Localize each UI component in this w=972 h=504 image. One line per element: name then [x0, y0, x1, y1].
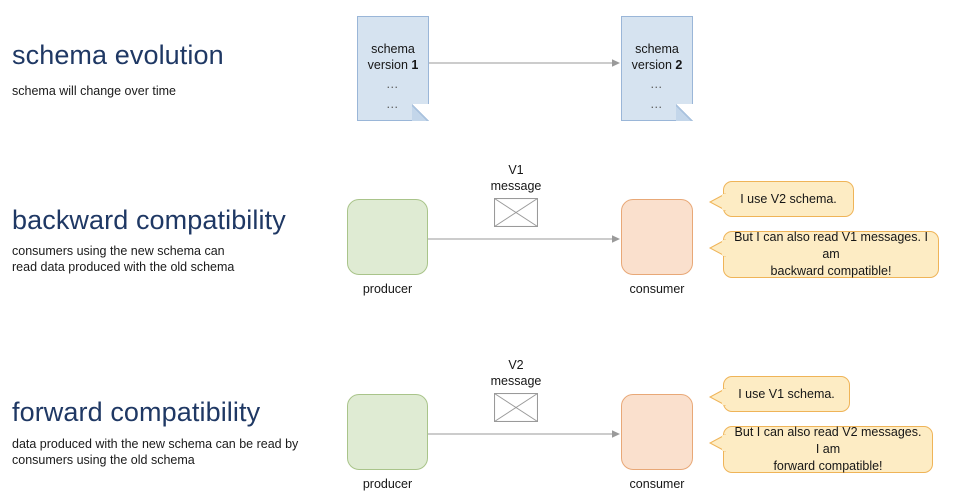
- speech-bubble-text: But I can also read V1 messages. I am ba…: [734, 230, 928, 278]
- section-heading-schema-evolution: schema evolution: [12, 40, 224, 70]
- speech-bubble-tail-icon: [708, 434, 727, 452]
- document-fold-corner-icon: [676, 104, 693, 121]
- section-heading-backward-compatibility: backward compatibility: [12, 205, 286, 235]
- producer-label-backward: producer: [362, 282, 413, 296]
- schema-version-2-title-line2: version 2: [622, 57, 692, 73]
- schema-version-1-title-line1: schema: [371, 42, 415, 56]
- consumer-box-forward: [621, 394, 693, 470]
- speech-bubble-text: But I can also read V2 messages. I am fo…: [734, 425, 922, 473]
- schema-version-2-version-number: 2: [675, 58, 683, 72]
- schema-version-2-dots-2: …: [650, 97, 664, 111]
- speech-bubble-consumer-schema-backward: I use V2 schema.: [708, 181, 854, 217]
- schema-version-1-version-prefix: version: [367, 58, 412, 72]
- schema-version-2-title-line1: schema: [635, 42, 679, 56]
- speech-bubble-consumer-schema-forward: I use V1 schema.: [708, 376, 850, 412]
- envelope-icon: [494, 198, 538, 227]
- speech-bubble-text: I use V1 schema.: [738, 386, 835, 401]
- envelope-icon: [494, 393, 538, 422]
- schema-version-1-version-number: 1: [411, 58, 419, 72]
- consumer-box-backward: [621, 199, 693, 275]
- document-fold-corner-icon: [412, 104, 429, 121]
- section-subtext-forward-compatibility: data produced with the new schema can be…: [12, 437, 299, 467]
- schema-version-1-dots-2: …: [386, 97, 400, 111]
- schema-version-1-document: schema version 1 … …: [357, 16, 429, 121]
- speech-bubble-tail-icon: [708, 388, 727, 406]
- speech-bubble-text: I use V2 schema.: [740, 191, 837, 206]
- consumer-label-backward: consumer: [629, 282, 685, 296]
- schema-version-2-dots-1: …: [650, 77, 664, 91]
- producer-to-consumer-arrow-forward: [428, 430, 620, 438]
- schema-version-1-dots-1: …: [386, 77, 400, 91]
- schema-version-2-version-prefix: version: [631, 58, 676, 72]
- schema-version-2-document: schema version 2 … …: [621, 16, 693, 121]
- producer-to-consumer-arrow-backward: [428, 235, 620, 243]
- consumer-label-forward: consumer: [629, 477, 685, 491]
- producer-box-backward: [347, 199, 428, 275]
- speech-bubble-consumer-compat-backward: But I can also read V1 messages. I am ba…: [708, 230, 939, 278]
- schema-evolution-arrow: [429, 59, 620, 67]
- speech-bubble-consumer-compat-forward: But I can also read V2 messages. I am fo…: [708, 425, 933, 473]
- speech-bubble-tail-icon: [708, 193, 727, 211]
- message-caption-v2: V2 message: [490, 358, 542, 388]
- section-subtext-schema-evolution: schema will change over time: [12, 84, 176, 98]
- producer-box-forward: [347, 394, 428, 470]
- producer-label-forward: producer: [362, 477, 413, 491]
- message-caption-v1: V1 message: [490, 163, 542, 193]
- section-heading-forward-compatibility: forward compatibility: [12, 397, 261, 427]
- schema-version-1-title-line2: version 1: [358, 57, 428, 73]
- speech-bubble-tail-icon: [708, 239, 727, 257]
- section-subtext-backward-compatibility: consumers using the new schema can read …: [12, 244, 235, 274]
